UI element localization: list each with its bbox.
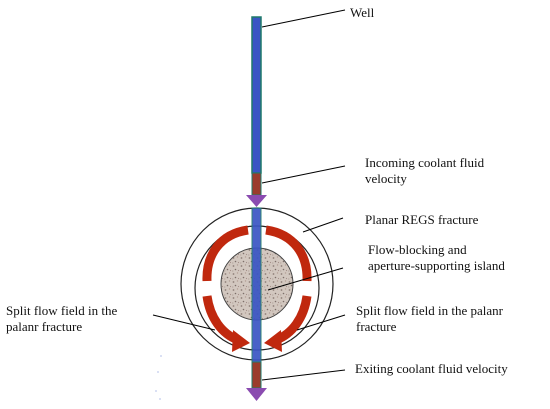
label-split-right-line2: fracture — [356, 319, 397, 334]
leader-split-left — [152, 314, 216, 331]
leader-well — [261, 9, 346, 28]
label-exiting: Exiting coolant fluid velocity — [355, 361, 508, 376]
flow-arrow-right-upper — [265, 225, 312, 282]
leader-split-right — [296, 314, 346, 331]
leader-fracture — [302, 217, 344, 233]
leader-island — [267, 267, 344, 291]
well-pipe — [246, 16, 267, 401]
background-speckles — [155, 355, 162, 400]
label-fracture: Planar REGS fracture — [365, 212, 479, 227]
label-island-line2: aperture-supporting island — [368, 258, 505, 273]
exiting-arrowhead — [246, 388, 267, 401]
label-well: Well — [350, 5, 375, 20]
flow-arrow-left-upper — [202, 225, 249, 282]
flow-arrowhead-left — [232, 330, 250, 352]
incoming-coolant-segment — [251, 172, 262, 196]
exiting-coolant-segment — [251, 361, 262, 389]
label-split-left-line2: palanr fracture — [6, 319, 82, 334]
label-island-line1: Flow-blocking and — [368, 242, 467, 257]
label-split-left-line1: Split flow field in the — [6, 303, 117, 318]
leader-exiting — [261, 369, 346, 381]
leader-incoming — [261, 165, 346, 184]
label-incoming-line1: Incoming coolant fluid — [365, 155, 485, 170]
label-incoming-line2: velocity — [365, 171, 407, 186]
label-split-right-line1: Split flow field in the palanr — [356, 303, 504, 318]
split-flow-arrows — [202, 225, 312, 352]
flow-arrowhead-right — [264, 330, 282, 352]
incoming-arrowhead — [246, 195, 267, 207]
